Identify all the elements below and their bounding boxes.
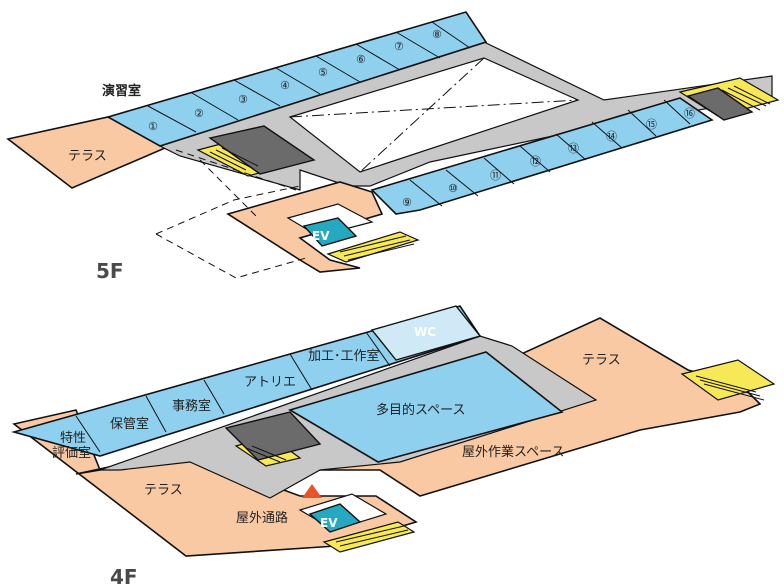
- elevator-4f: [308, 503, 362, 533]
- multipurpose-label: 多目的スペース: [376, 402, 465, 418]
- room-number: ③: [238, 93, 248, 106]
- lower-rooms-5f: [370, 97, 714, 215]
- room-label-eval: 特性 評価室: [52, 431, 91, 461]
- ev-label-5f: EV: [312, 229, 330, 243]
- room-label-atelier: アトリエ: [244, 375, 296, 390]
- upper-rooms-5f: [105, 11, 488, 147]
- room-number: ⑬: [568, 142, 579, 155]
- core-5f: [208, 125, 316, 175]
- terrace-label-5f: テラス: [68, 149, 107, 164]
- multipurpose-space: [288, 351, 564, 463]
- floor-5f: [6, 11, 780, 279]
- room-label-office: 事務室: [172, 398, 211, 414]
- outdoor-passage-label: 屋外通路: [236, 510, 288, 526]
- room-number: ⑦: [394, 40, 404, 53]
- room-number: ⑯: [684, 107, 695, 120]
- room-number: ⑥: [356, 53, 366, 66]
- room-label-wc: WC: [414, 325, 436, 339]
- current-location-marker: [302, 484, 322, 498]
- room-number: ⑨: [402, 196, 412, 209]
- room-label-workshop: 加工･工作室: [308, 348, 380, 364]
- ev-label-4f: EV: [320, 516, 338, 530]
- room-label-storage: 保管室: [110, 416, 149, 432]
- room-number: ⑧: [432, 28, 442, 41]
- room-number: ②: [194, 107, 204, 120]
- room-number: ⑫: [530, 155, 541, 168]
- terrace-label-right-4f: テラス: [582, 353, 621, 368]
- room-number: ⑭: [606, 130, 617, 143]
- floor-4f: [11, 305, 776, 557]
- room-number: ①: [148, 120, 158, 133]
- stairs-right-4f: [680, 359, 776, 401]
- floor-label-5f: 5F: [96, 259, 124, 283]
- terrace-label-left-4f: テラス: [144, 483, 183, 498]
- room-number: ⑮: [646, 118, 657, 131]
- floor-label-4f: 4F: [110, 565, 138, 588]
- outdoor-work-label: 屋外作業スペース: [462, 444, 564, 460]
- room-number: ⑩: [448, 182, 458, 195]
- wc-room: [370, 305, 482, 361]
- elevator-5f: [302, 217, 358, 247]
- core-4f: [224, 411, 322, 461]
- room-number: ④: [280, 79, 290, 92]
- room-number: ⑤: [318, 66, 328, 79]
- room-number: ⑪: [490, 169, 501, 182]
- room-group-label-5f: 演習室: [102, 83, 141, 99]
